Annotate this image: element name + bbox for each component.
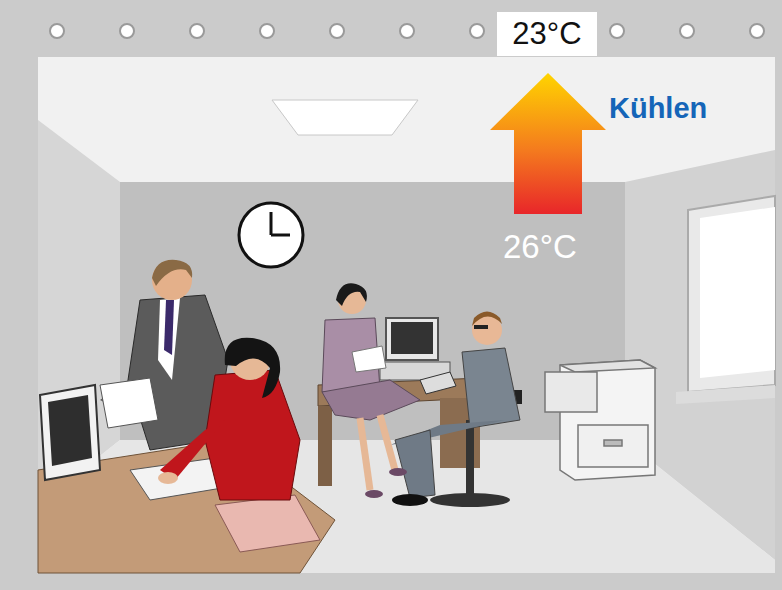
left-wall <box>38 120 120 505</box>
seated-woman-purple <box>322 283 420 498</box>
temperature-value: 23°C <box>512 16 581 52</box>
room <box>38 57 775 573</box>
filing-cabinet <box>545 360 655 480</box>
mode-label: Kühlen <box>609 92 707 125</box>
ceiling-light <box>272 100 418 135</box>
temperature-label: 26°C <box>503 228 577 266</box>
window <box>676 196 775 404</box>
center-desk <box>318 318 480 486</box>
ceiling-strip-dots <box>50 24 764 38</box>
cooling-arrow <box>490 73 606 214</box>
seated-man <box>390 312 522 508</box>
seated-woman-red <box>158 338 300 500</box>
wall-clock <box>239 203 303 267</box>
temperature-box: 23°C <box>497 12 597 56</box>
